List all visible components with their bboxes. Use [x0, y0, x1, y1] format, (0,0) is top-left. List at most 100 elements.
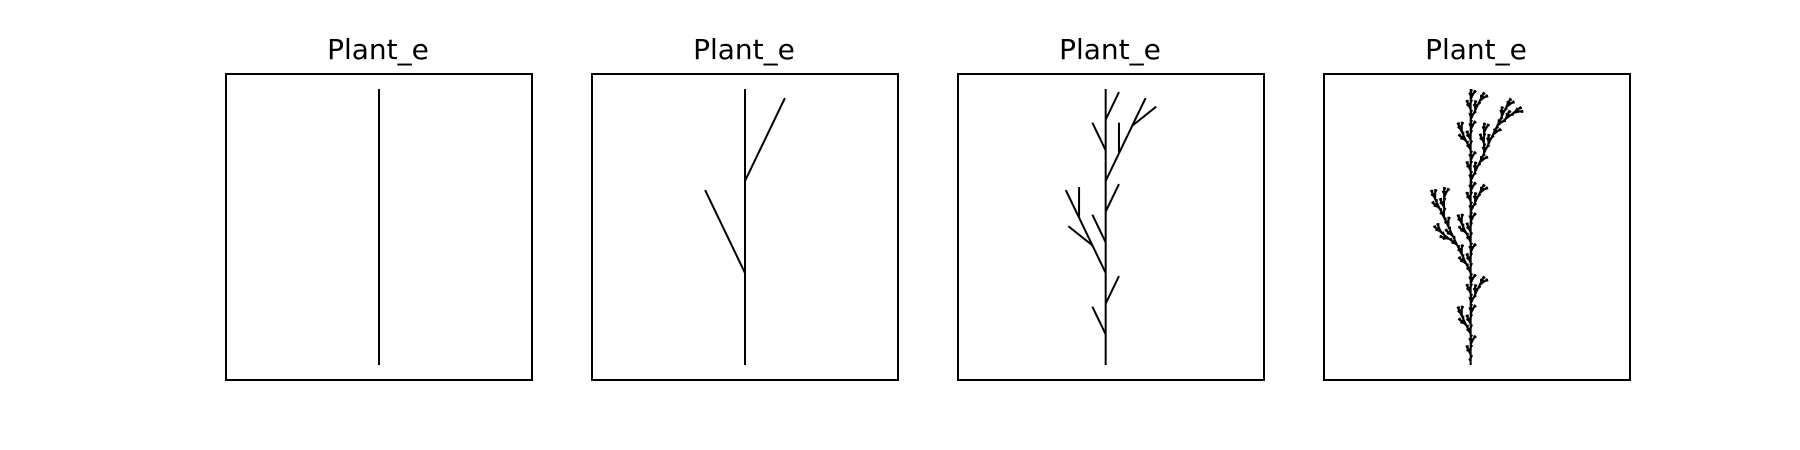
branch-segment — [1472, 120, 1477, 125]
panel-1: Plant_e — [225, 0, 533, 381]
branch-segment — [1459, 128, 1463, 133]
branch-segment — [1457, 256, 1462, 261]
branch-segment — [1471, 174, 1475, 179]
branch-segment — [1516, 110, 1521, 114]
branch-segment — [1472, 304, 1477, 309]
branch-segment — [1460, 228, 1465, 232]
branch-segment — [1457, 133, 1462, 138]
plot-frame — [225, 73, 533, 381]
branch-segment — [1439, 235, 1443, 239]
branch-segment — [1460, 320, 1465, 324]
branch-segment — [1505, 112, 1510, 117]
branch-segment — [1444, 228, 1449, 233]
branch-segment — [1444, 220, 1448, 225]
branch-segment — [1433, 203, 1438, 208]
branch-segment — [1481, 157, 1486, 162]
branch-segment — [1463, 260, 1468, 265]
branch-segment — [1507, 114, 1512, 119]
panel-4: Plant_e — [1323, 0, 1631, 381]
plant-drawing — [1429, 88, 1524, 365]
branch-segment — [1454, 241, 1459, 246]
branch-segment — [1484, 126, 1488, 131]
branch-segment — [1475, 287, 1479, 292]
branch-segment — [704, 189, 746, 274]
branch-segment — [1472, 294, 1477, 298]
branch-segment — [1446, 187, 1450, 192]
panel-2: Plant_e — [591, 0, 899, 381]
branch-segment — [1453, 238, 1457, 243]
panel-title: Plant_e — [327, 33, 429, 66]
panel-title: Plant_e — [1425, 33, 1527, 66]
branch-segment — [1466, 225, 1471, 230]
branch-segment — [1456, 244, 1460, 249]
branch-segment — [1471, 184, 1475, 189]
branch-segment — [1508, 102, 1513, 106]
branch-segment — [1450, 232, 1454, 237]
branch-segment — [1459, 312, 1463, 317]
branch-segment — [1437, 226, 1441, 230]
branch-segment — [1460, 131, 1465, 136]
branch-segment — [1446, 236, 1451, 240]
branch-segment — [1499, 120, 1504, 125]
branch-segment — [1437, 205, 1441, 209]
branch-segment — [1503, 106, 1508, 111]
branch-segment — [1502, 109, 1506, 114]
branch-segment — [1484, 278, 1489, 282]
branch-segment — [1497, 127, 1502, 132]
branch-segment — [1452, 235, 1456, 240]
branch-segment — [1508, 97, 1512, 102]
branch-segment — [1472, 89, 1477, 94]
branch-segment — [1460, 315, 1465, 320]
branch-segment — [1460, 136, 1465, 140]
branch-segment — [1446, 231, 1451, 235]
branch-segment — [1456, 306, 1460, 311]
branch-segment — [1505, 103, 1509, 108]
branch-segment — [1465, 140, 1469, 145]
branch-segment — [1457, 125, 1462, 130]
branch-segment — [1434, 198, 1438, 203]
branch-segment — [1478, 281, 1482, 286]
branch-segment — [1500, 113, 1505, 117]
branch-segment — [1457, 217, 1462, 222]
branch-segment — [1463, 229, 1468, 234]
branch-segment — [1510, 100, 1515, 104]
branch-segment — [1484, 186, 1489, 190]
branch-segment — [1471, 337, 1475, 342]
branch-segment — [1465, 232, 1469, 237]
branch-segment — [1466, 194, 1471, 199]
branch-segment — [1481, 96, 1486, 100]
branch-segment — [1477, 162, 1481, 167]
branch-segment — [1091, 214, 1107, 243]
branch-segment — [1457, 225, 1462, 230]
branch-segment — [1471, 153, 1475, 158]
branch-segment — [1463, 321, 1468, 326]
branch-segment — [1462, 257, 1466, 262]
branch-segment — [1091, 306, 1107, 335]
branch-segment — [1472, 181, 1477, 186]
branch-segment — [1494, 129, 1499, 134]
branch-segment — [1438, 229, 1443, 234]
branch-segment — [1478, 97, 1482, 102]
branch-segment — [1104, 91, 1120, 121]
branch-segment — [1506, 100, 1511, 105]
branch-segment — [1466, 235, 1471, 240]
branch-segment — [1465, 130, 1469, 135]
branch-segment — [1499, 116, 1503, 121]
branch-segment — [1459, 251, 1463, 256]
branch-segment — [1480, 278, 1484, 283]
branch-segment — [1429, 189, 1434, 194]
branch-segment — [1509, 112, 1514, 116]
branch-segment — [1471, 215, 1475, 220]
branch-segment — [1466, 133, 1471, 138]
branch-segment — [1481, 280, 1486, 284]
branch-segment — [1131, 105, 1157, 127]
branch-segment — [1091, 122, 1107, 151]
branch-segment — [1480, 186, 1484, 191]
branch-segment — [1488, 137, 1493, 142]
branch-segment — [1460, 254, 1465, 259]
branch-segment — [1432, 195, 1437, 200]
branch-segment — [1472, 202, 1477, 206]
branch-segment — [1466, 286, 1471, 291]
branch-segment — [1501, 118, 1506, 123]
branch-segment — [1449, 229, 1453, 234]
